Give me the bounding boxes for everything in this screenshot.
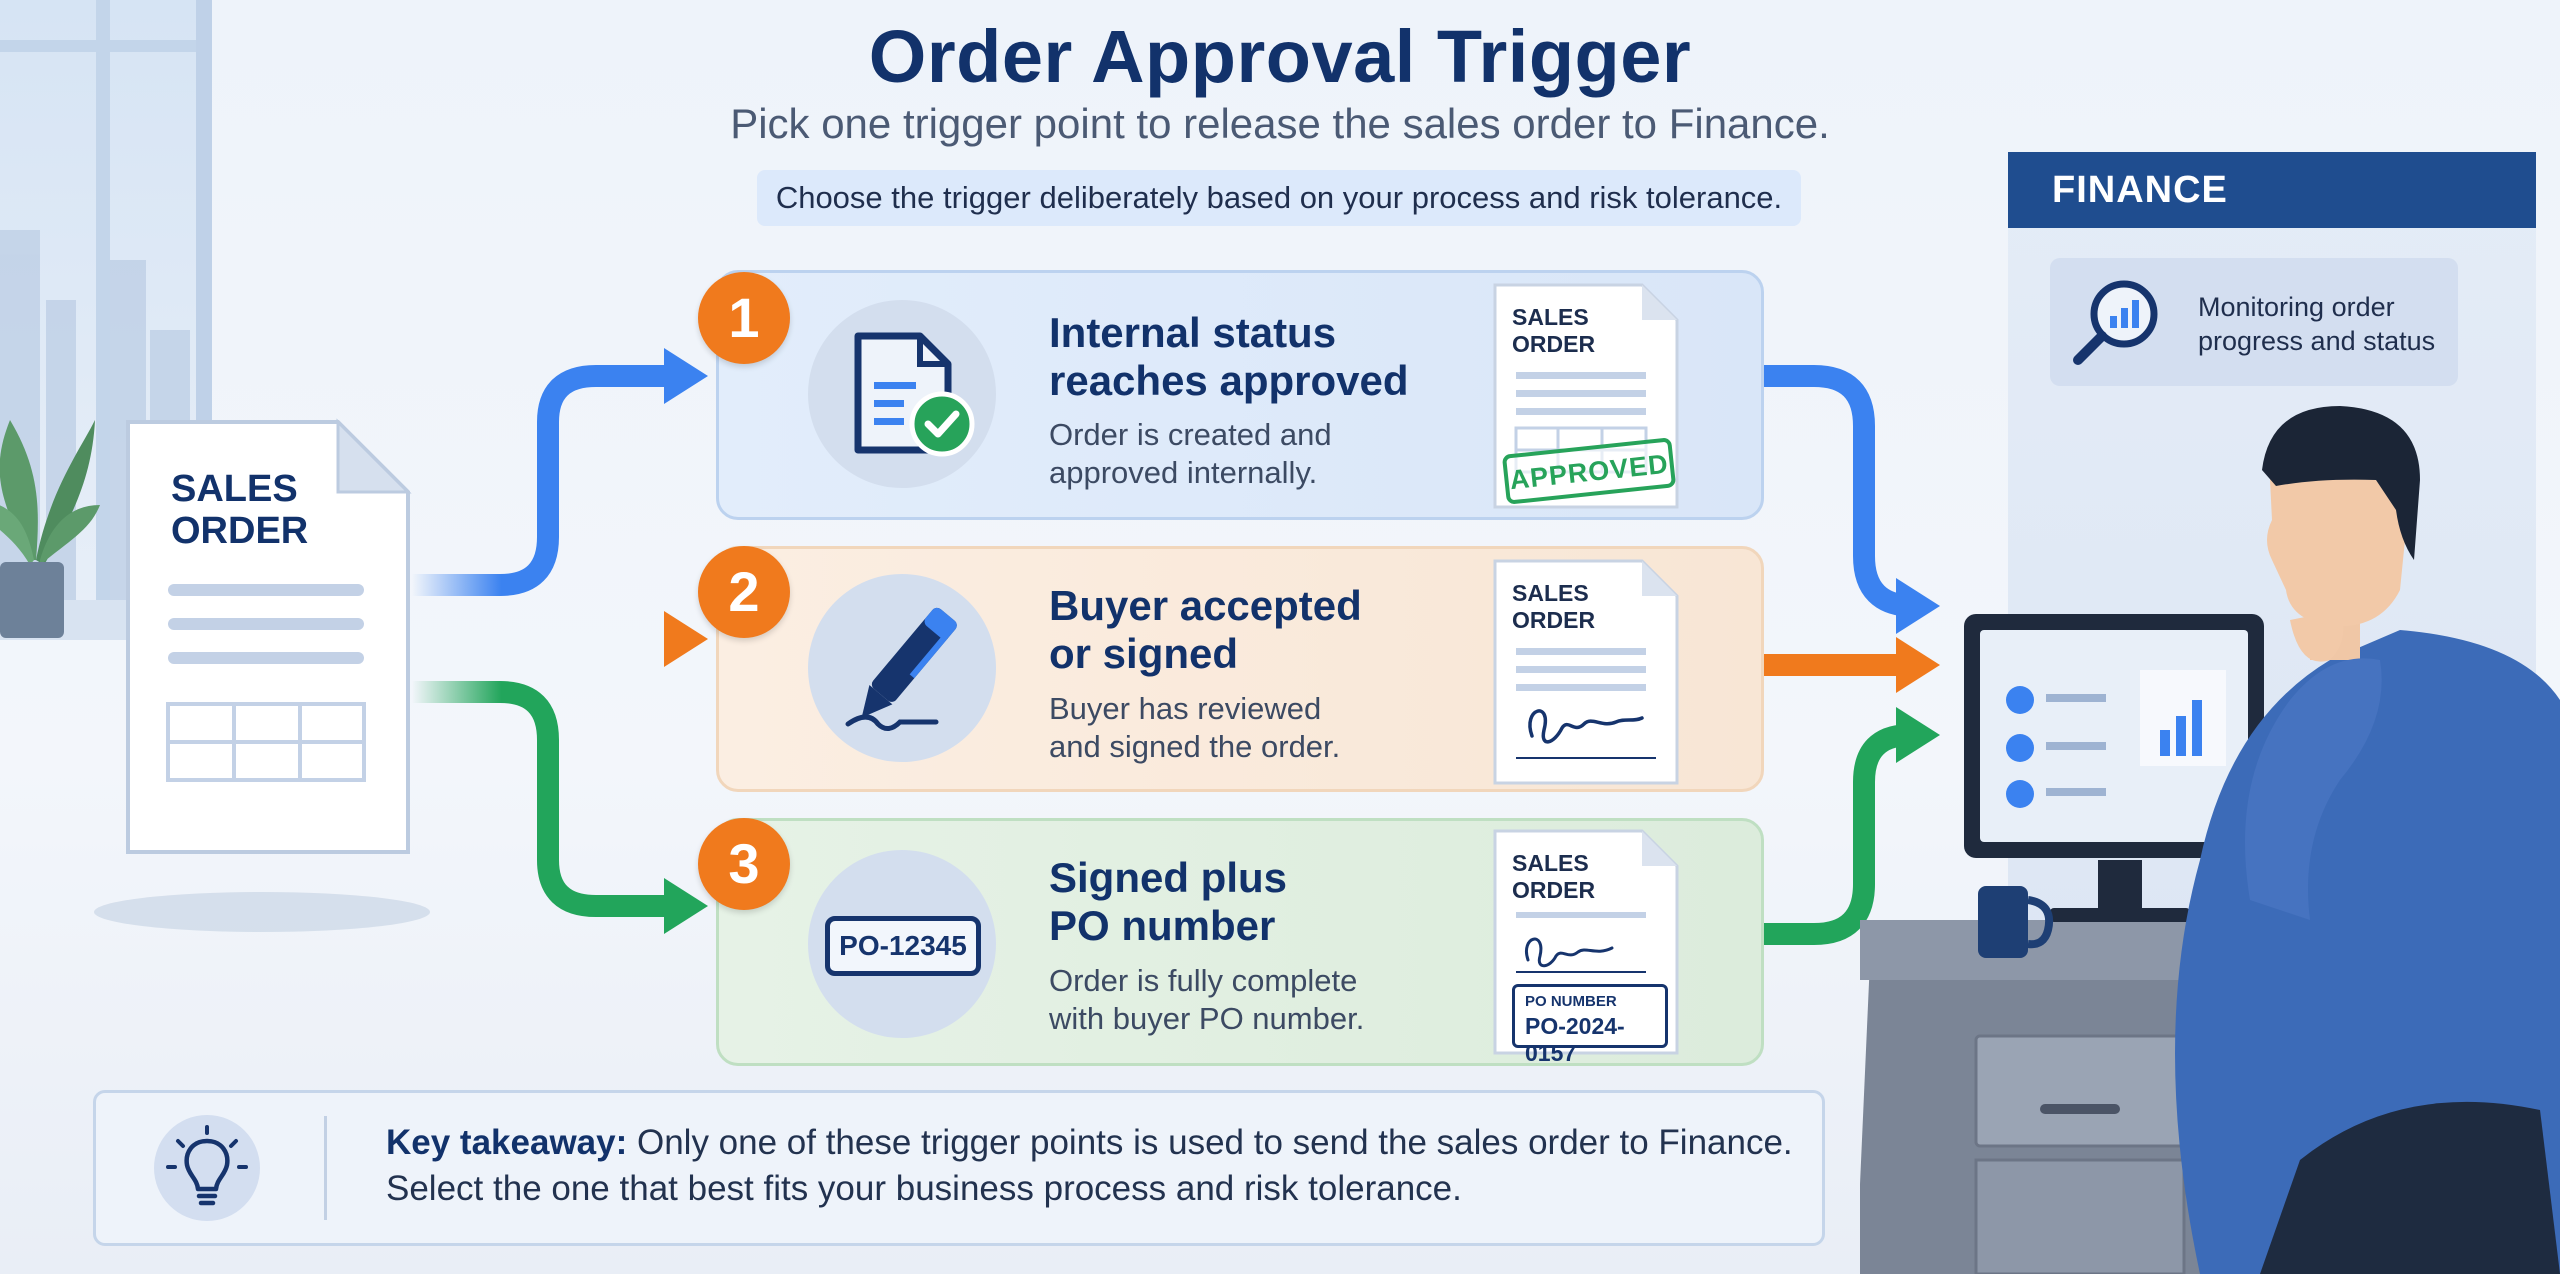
icon-circle-2	[808, 574, 996, 762]
arrow-trigger-3-to-finance	[1764, 707, 1940, 945]
po-doc-title: SALES ORDER	[1512, 850, 1596, 903]
po-number-value: PO-2024-0157	[1525, 1013, 1625, 1066]
signed-doc-title: SALES ORDER	[1512, 580, 1596, 633]
signed-document-illustration: SALES ORDER	[1492, 558, 1680, 786]
guidance-note: Choose the trigger deliberately based on…	[757, 170, 1801, 226]
trigger-heading-2: Buyer accepted or signed	[1049, 582, 1362, 677]
signature-icon	[1528, 709, 1644, 744]
arrow-to-trigger-3	[401, 681, 708, 934]
finance-header: FINANCE	[2008, 152, 2536, 228]
key-takeaway-label: Key takeaway:	[386, 1123, 628, 1162]
arrow-trigger-2-to-finance	[1764, 637, 1960, 693]
arrow-to-trigger-1	[401, 348, 708, 596]
sales-order-title: SALES ORDER	[171, 468, 309, 552]
po-number-label: PO NUMBER	[1525, 993, 1617, 1010]
finance-worker-scene	[1860, 406, 2560, 1274]
monitoring-text: Monitoring order progress and status	[2198, 292, 2436, 356]
trigger-number-badge-1: 1	[698, 272, 790, 364]
arrow-trigger-1-to-finance	[1764, 365, 1940, 634]
person-illustration	[2175, 406, 2560, 1274]
trigger-description-3: Order is fully complete with buyer PO nu…	[1049, 963, 1365, 1036]
document-icon	[126, 418, 412, 854]
magnifier-chart-icon	[2073, 280, 2158, 365]
key-takeaway-text: Key takeaway: Only one of these trigger …	[386, 1123, 1793, 1208]
plant-illustration	[0, 420, 100, 638]
trigger-heading-3: Signed plus PO number	[1049, 854, 1288, 949]
document-check-icon	[854, 332, 975, 457]
key-takeaway-panel	[93, 1090, 1825, 1246]
page-title: Order Approval Trigger	[868, 15, 1692, 98]
trigger-description-2: Buyer has reviewed and signed the order.	[1049, 691, 1341, 764]
lightbulb-icon	[154, 1115, 260, 1221]
po-tag-icon: PO-12345	[825, 916, 981, 976]
approved-doc-title: SALES ORDER	[1512, 304, 1596, 357]
arrow-to-trigger-2	[412, 611, 708, 667]
pen-icon	[845, 607, 957, 731]
sales-order-document: SALES ORDER	[124, 418, 412, 856]
computer-monitor	[1964, 614, 2264, 922]
page-subtitle: Pick one trigger point to release the sa…	[730, 100, 1830, 147]
icon-circle-1	[808, 300, 996, 488]
desk	[1860, 920, 2376, 1274]
monitoring-box	[2050, 258, 2458, 386]
trigger-number-badge-2: 2	[698, 546, 790, 638]
po-number-box: PO NUMBER PO-2024-0157	[1512, 984, 1668, 1066]
takeaway-divider	[324, 1116, 327, 1220]
coffee-mug	[1978, 886, 2053, 958]
trigger-heading-1: Internal status reaches approved	[1049, 309, 1409, 404]
trigger-description-1: Order is created and approved internally…	[1049, 417, 1332, 490]
signature-icon	[1525, 937, 1614, 968]
trigger-number-badge-3: 3	[698, 818, 790, 910]
